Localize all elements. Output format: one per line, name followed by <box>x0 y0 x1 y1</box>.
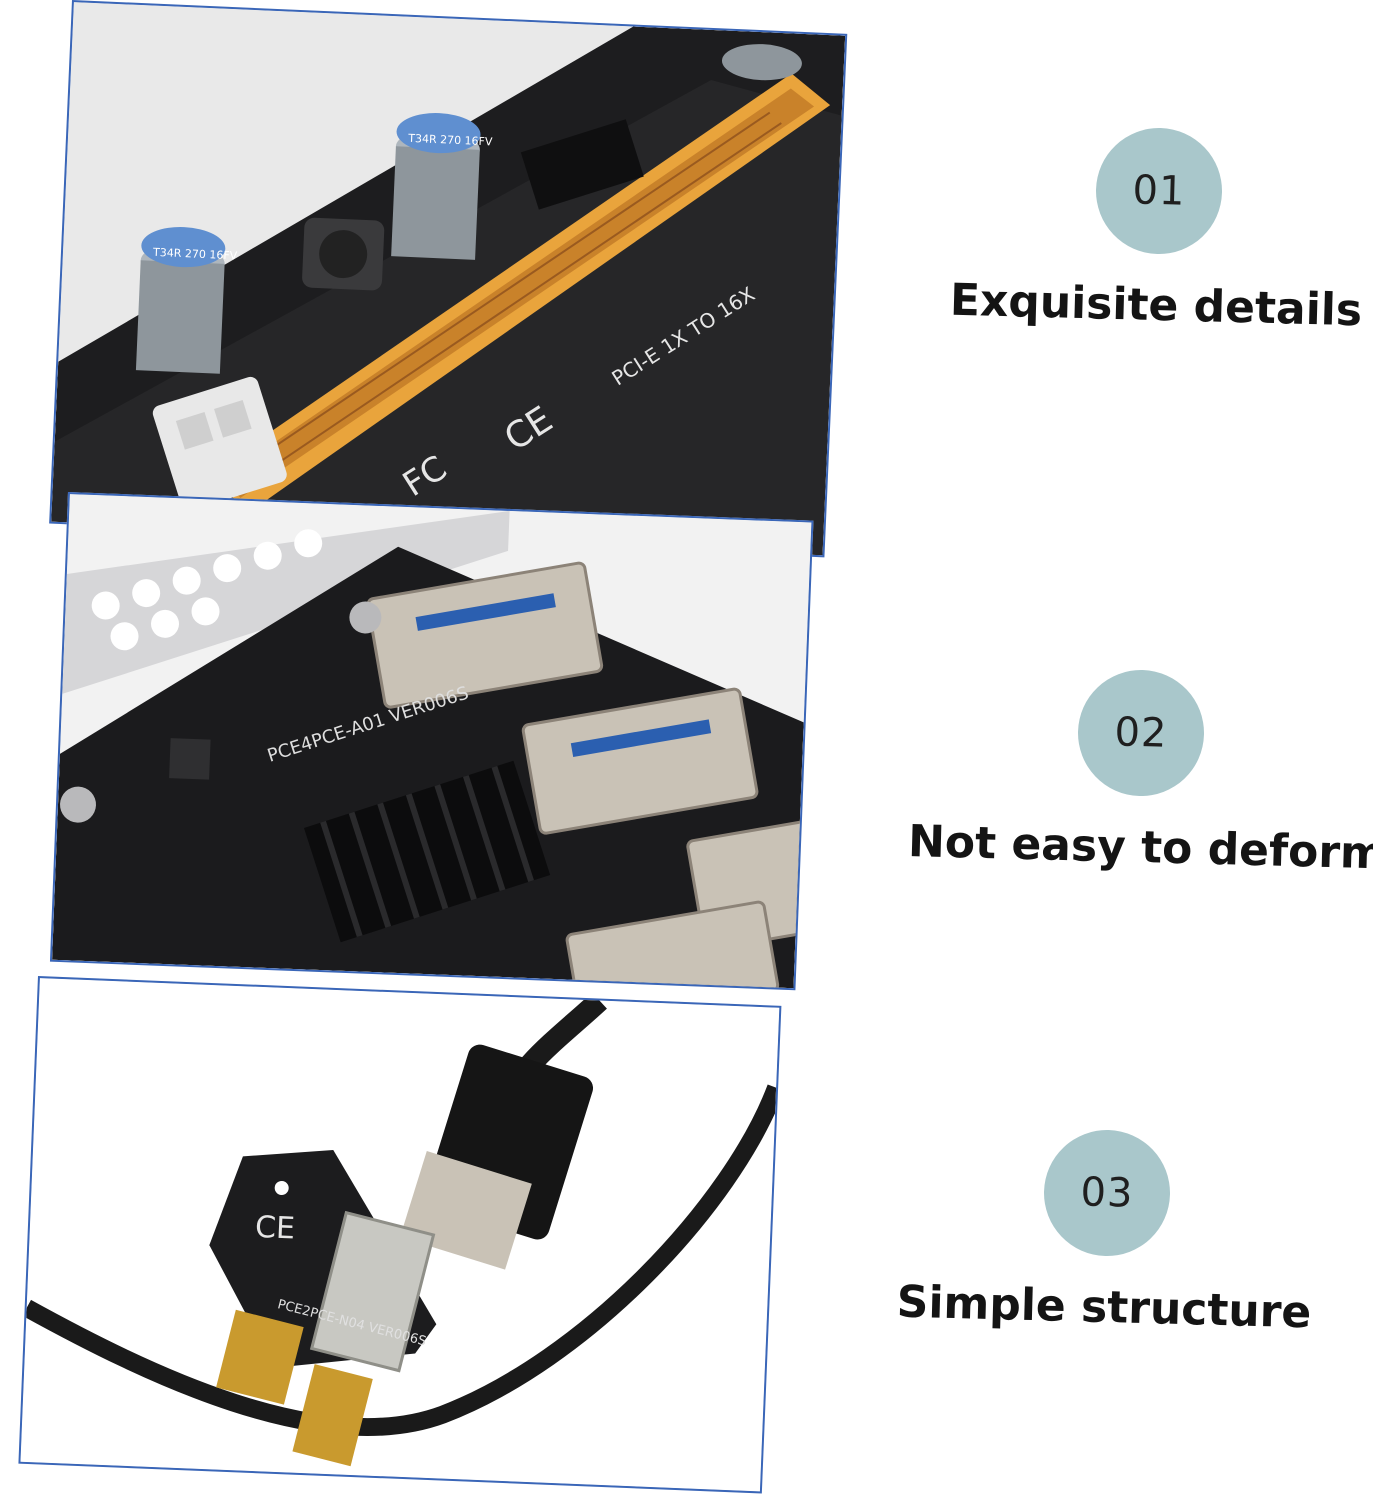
photo-panel-usb-card: PCE4PCE-A01 VER006S <box>49 492 814 991</box>
adapter-ce-mark: CE <box>254 1210 295 1247</box>
feature-number-01: 01 <box>1131 167 1187 215</box>
feature-01: 01 Exquisite details <box>925 122 1373 337</box>
number-badge-03: 03 <box>1042 1128 1172 1258</box>
feature-label-03: Simple structure <box>896 1276 1312 1339</box>
usb-card-image: PCE4PCE-A01 VER006S <box>52 494 812 989</box>
feature-03: 03 Simple structure <box>873 1124 1338 1339</box>
feature-02: 02 Not easy to deform <box>907 664 1373 880</box>
capacitor-text-1: T34R 270 16FV <box>152 246 238 263</box>
feature-label-02: Not easy to deform <box>907 815 1373 880</box>
feature-number-02: 02 <box>1113 709 1169 757</box>
photo-panel-x1-adapter: CE PCE2PCE-N04 VER006S <box>18 976 782 1494</box>
feature-number-03: 03 <box>1079 1169 1135 1217</box>
riser-slot-image: PCI-E 1X TO 16X CE FC T34R 270 16FV T34R… <box>51 2 846 556</box>
feature-label-01: Exquisite details <box>949 274 1363 337</box>
number-badge-01: 01 <box>1094 126 1224 256</box>
photo-panel-riser-slot: PCI-E 1X TO 16X CE FC T34R 270 16FV T34R… <box>49 0 848 558</box>
x1-adapter-image: CE PCE2PCE-N04 VER006S <box>20 978 780 1492</box>
number-badge-02: 02 <box>1076 668 1206 798</box>
capacitor-text-2: T34R 270 16FV <box>407 132 493 149</box>
